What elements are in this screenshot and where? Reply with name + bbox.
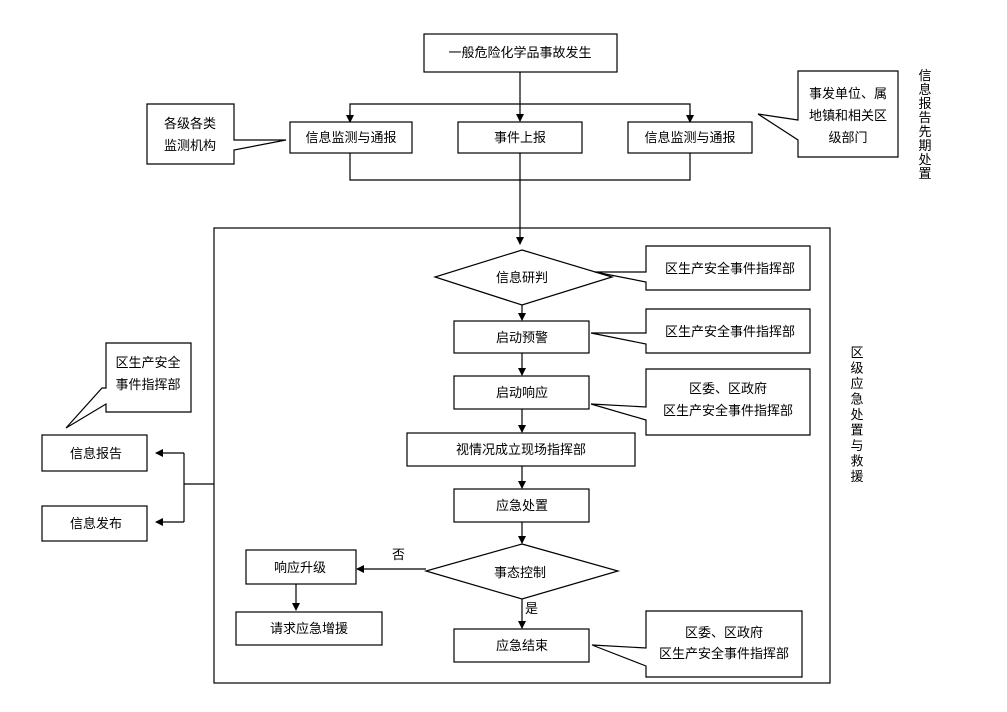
svg-text:事发单位、属: 事发单位、属 (809, 86, 887, 102)
callout-warning: 区生产安全事件指挥部 (590, 308, 811, 354)
svg-text:地镇和相关区: 地镇和相关区 (809, 109, 887, 124)
svg-text:事件上报: 事件上报 (494, 131, 546, 146)
svg-text:应急处置: 应急处置 (496, 498, 548, 514)
vertical-char: 区 (850, 346, 863, 361)
event-report-node: 事件上报 (457, 121, 583, 154)
reinforce-node: 请求应急增援 (235, 611, 383, 646)
vertical-char: 告 (918, 111, 931, 126)
svg-text:监测机构: 监测机构 (164, 139, 216, 154)
svg-text:信息监测与通报: 信息监测与通报 (644, 130, 735, 146)
svg-text:区生产安全事件指挥部: 区生产安全事件指挥部 (665, 324, 795, 340)
svg-text:信息发布: 信息发布 (70, 516, 122, 532)
callout-response: 区委、区政府 区生产安全事件指挥部 (590, 368, 811, 436)
upgrade-node: 响应升级 (245, 549, 357, 585)
svg-text:启动响应: 启动响应 (496, 385, 548, 401)
info-release-node: 信息发布 (41, 505, 148, 542)
callout-end: 区委、区政府 区生产安全事件指挥部 (591, 610, 803, 678)
branch-label-yes: 是 (525, 602, 538, 617)
left-monitor-node: 信息监测与通报 (289, 121, 413, 154)
vertical-char: 级 (850, 362, 863, 377)
field-command-node: 视情况成立现场指挥部 (406, 432, 636, 467)
vertical-char: 应 (850, 376, 863, 392)
research-decision-node: 信息研判 (433, 249, 615, 306)
disposal-node: 应急处置 (453, 488, 590, 523)
vertical-char: 息 (918, 82, 931, 98)
phase-label-district-response: 区级应急处置与救援 (850, 346, 863, 485)
svg-text:区委、区政府: 区委、区政府 (689, 382, 767, 397)
svg-text:区生产安全: 区生产安全 (115, 355, 180, 371)
vertical-char: 与 (850, 439, 863, 454)
phase2-frame (213, 227, 831, 684)
warning-node: 启动预警 (453, 320, 590, 354)
svg-text:响应升级: 响应升级 (274, 560, 326, 576)
svg-text:区生产安全事件指挥部: 区生产安全事件指挥部 (663, 403, 793, 419)
vertical-char: 处 (918, 153, 931, 168)
title-node: 一般危险化学品事故发生 (423, 33, 618, 73)
svg-text:各级各类: 各级各类 (164, 116, 216, 132)
callout-info-command: 区生产安全 事件指挥部 (65, 342, 192, 429)
right-monitor-node: 信息监测与通报 (627, 121, 753, 154)
svg-text:应急结束: 应急结束 (496, 638, 548, 654)
svg-text:区生产安全事件指挥部: 区生产安全事件指挥部 (659, 646, 789, 662)
svg-text:启动预警: 启动预警 (496, 330, 548, 346)
callout-incident-units: 事发单位、属 地镇和相关区 级部门 (757, 70, 899, 158)
title-text: 一般危险化学品事故发生 (448, 45, 591, 61)
vertical-char: 期 (918, 139, 931, 154)
end-node: 应急结束 (453, 628, 590, 663)
svg-text:视情况成立现场指挥部: 视情况成立现场指挥部 (456, 443, 586, 458)
control-decision-node: 事态控制 (423, 543, 621, 600)
vertical-char: 救 (850, 454, 863, 470)
vertical-char: 处 (850, 408, 863, 423)
response-node: 启动响应 (453, 375, 590, 410)
info-report-node: 信息报告 (41, 434, 148, 472)
vertical-char: 援 (850, 470, 863, 485)
vertical-char: 急 (850, 393, 863, 408)
svg-text:级部门: 级部门 (828, 131, 867, 146)
svg-text:区委、区政府: 区委、区政府 (685, 626, 763, 641)
vertical-char: 先 (918, 125, 931, 140)
svg-text:信息报告: 信息报告 (70, 446, 122, 462)
svg-text:事态控制: 事态控制 (494, 566, 546, 581)
branch-label-no: 否 (392, 548, 405, 563)
vertical-char: 信 (918, 69, 931, 84)
svg-text:事件指挥部: 事件指挥部 (115, 378, 180, 393)
svg-text:信息研判: 信息研判 (496, 270, 548, 286)
callout-monitoring-agencies: 各级各类 监测机构 (146, 103, 287, 165)
svg-text:请求应急增援: 请求应急增援 (270, 621, 348, 637)
vertical-char: 置 (850, 424, 863, 439)
callout-research: 区生产安全事件指挥部 (594, 245, 811, 291)
svg-text:信息监测与通报: 信息监测与通报 (305, 130, 396, 146)
phase-label-info-report: 信息报告先期处置 (918, 69, 931, 182)
svg-text:区生产安全事件指挥部: 区生产安全事件指挥部 (665, 261, 795, 277)
vertical-char: 报 (918, 97, 931, 112)
vertical-char: 置 (918, 167, 931, 182)
